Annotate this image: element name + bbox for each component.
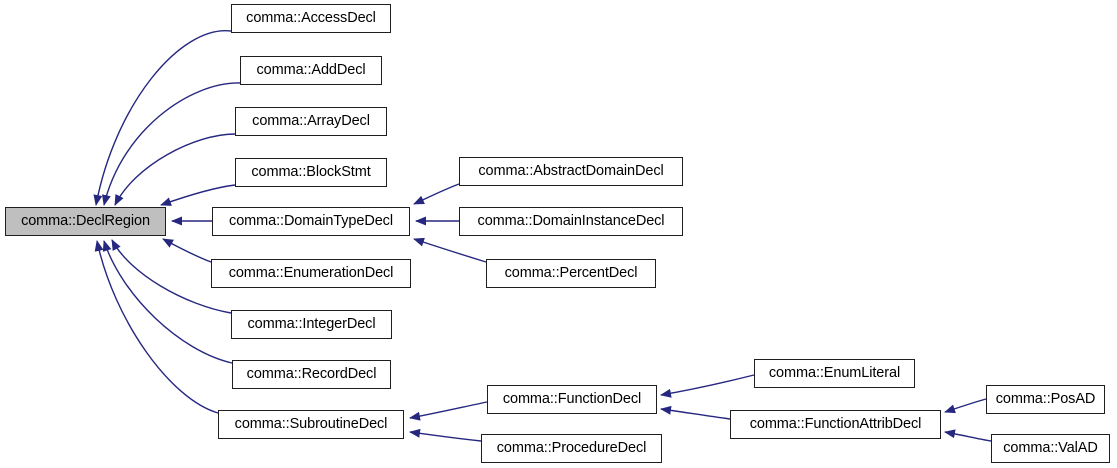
- class-node-percentdecl[interactable]: comma::PercentDecl: [486, 259, 656, 288]
- class-node-label: comma::IntegerDecl: [247, 316, 376, 333]
- class-node-label: comma::FunctionDecl: [502, 391, 642, 408]
- inheritance-edge: [944, 398, 987, 414]
- inheritance-edge: [660, 405, 731, 420]
- class-node-integerdecl[interactable]: comma::IntegerDecl: [231, 310, 392, 339]
- class-node-label: comma::PercentDecl: [504, 265, 638, 282]
- class-node-functiondecl[interactable]: comma::FunctionDecl: [487, 385, 657, 414]
- class-node-recorddecl[interactable]: comma::RecordDecl: [232, 360, 391, 389]
- inheritance-edge: [944, 429, 992, 442]
- class-node-domaininstancedecl[interactable]: comma::DomainInstanceDecl: [459, 207, 683, 236]
- class-node-label: comma::PosAD: [995, 391, 1096, 408]
- class-node-label: comma::BlockStmt: [251, 164, 371, 181]
- inheritance-edge: [413, 237, 487, 263]
- class-node-abstractdomaindecl[interactable]: comma::AbstractDomainDecl: [459, 157, 683, 186]
- class-node-functionattribdecl[interactable]: comma::FunctionAttribDecl: [730, 410, 941, 439]
- class-node-declregion[interactable]: comma::DeclRegion: [5, 207, 166, 236]
- class-node-label: comma::ArrayDecl: [252, 113, 370, 130]
- inheritance-edge: [162, 238, 212, 263]
- class-node-label: comma::AddDecl: [256, 62, 366, 79]
- inheritance-edge: [93, 30, 232, 206]
- class-node-enumliteral[interactable]: comma::EnumLiteral: [754, 359, 915, 388]
- class-node-label: comma::FunctionAttribDecl: [749, 416, 922, 433]
- class-node-label: comma::EnumerationDecl: [228, 265, 394, 282]
- class-node-label: comma::ProcedureDecl: [496, 440, 647, 457]
- class-node-accessdecl[interactable]: comma::AccessDecl: [231, 4, 391, 33]
- inheritance-edge: [409, 428, 482, 442]
- inheritance-edge: [660, 374, 755, 398]
- class-node-label: comma::ValAD: [1003, 440, 1098, 457]
- inheritance-edge: [101, 82, 241, 206]
- class-node-label: comma::EnumLiteral: [768, 365, 901, 382]
- class-node-blockstmt[interactable]: comma::BlockStmt: [235, 158, 387, 187]
- class-node-label: comma::AccessDecl: [246, 10, 376, 27]
- class-node-domaintypedecl[interactable]: comma::DomainTypeDecl: [212, 207, 410, 236]
- class-node-label: comma::SubroutineDecl: [234, 416, 388, 433]
- class-node-label: comma::DeclRegion: [21, 213, 150, 230]
- class-node-proceduredecl[interactable]: comma::ProcedureDecl: [481, 434, 662, 463]
- class-node-label: comma::DomainInstanceDecl: [477, 213, 665, 230]
- inheritance-edge: [413, 183, 460, 205]
- class-node-subroutinedecl[interactable]: comma::SubroutineDecl: [218, 410, 404, 439]
- class-node-label: comma::AbstractDomainDecl: [478, 163, 664, 180]
- class-node-posad[interactable]: comma::PosAD: [986, 385, 1105, 414]
- class-node-label: comma::DomainTypeDecl: [229, 213, 393, 230]
- class-node-arraydecl[interactable]: comma::ArrayDecl: [235, 107, 387, 136]
- class-node-label: comma::RecordDecl: [246, 366, 377, 383]
- inheritance-edge: [160, 184, 236, 206]
- class-node-enumerationdecl[interactable]: comma::EnumerationDecl: [211, 259, 411, 288]
- class-node-adddecl[interactable]: comma::AddDecl: [240, 56, 382, 85]
- inheritance-edge: [114, 133, 236, 206]
- inheritance-edge: [409, 401, 488, 421]
- class-node-valad[interactable]: comma::ValAD: [991, 434, 1110, 463]
- inheritance-edge: [94, 240, 219, 414]
